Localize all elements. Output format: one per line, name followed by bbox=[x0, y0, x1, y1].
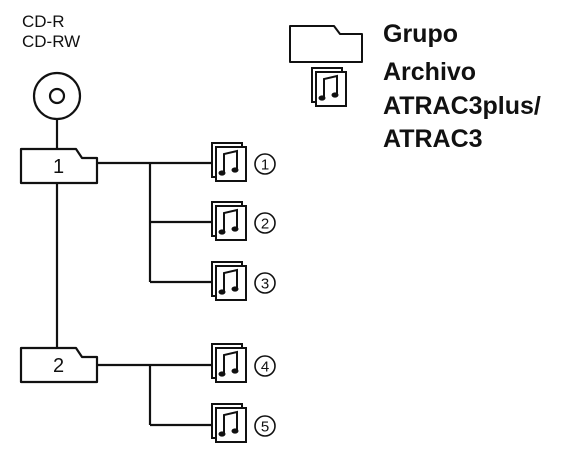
disc-label-line1: CD-R bbox=[22, 12, 65, 31]
folder-2: 2 bbox=[19, 346, 99, 384]
track-number-circle bbox=[254, 355, 276, 377]
connector-lines bbox=[55, 118, 212, 427]
folder-number: 1 bbox=[53, 156, 64, 178]
legend-format-line1: ATRAC3plus/ bbox=[383, 92, 541, 120]
music-file-icon bbox=[311, 67, 347, 107]
cd-disc-icon bbox=[32, 71, 82, 121]
track-number-circle bbox=[254, 272, 276, 294]
track-number: 2 bbox=[261, 216, 269, 233]
track-3: 3 bbox=[211, 261, 276, 301]
track-number: 1 bbox=[261, 157, 269, 174]
folder-icon bbox=[19, 346, 99, 384]
legend-format-line2: ATRAC3 bbox=[383, 125, 483, 153]
legend-file-label: Archivo bbox=[383, 58, 476, 86]
music-file-icon bbox=[211, 261, 247, 301]
music-file-icon bbox=[211, 201, 247, 241]
music-file-icon bbox=[211, 142, 247, 182]
legend-folder-label: Grupo bbox=[383, 20, 458, 48]
track-number-circle bbox=[254, 212, 276, 234]
track-number-circle bbox=[254, 153, 276, 175]
track-number-circle bbox=[254, 415, 276, 437]
folder-icon bbox=[19, 147, 99, 185]
folder-1: 1 bbox=[19, 147, 99, 185]
track-2: 2 bbox=[211, 201, 276, 241]
disc-label-line2: CD-RW bbox=[22, 32, 80, 51]
music-file-icon bbox=[211, 343, 247, 383]
folder-number: 2 bbox=[53, 355, 64, 377]
legend: Grupo Archivo ATRAC3plus/ ATRAC3 bbox=[289, 20, 541, 153]
track-1: 1 bbox=[211, 142, 276, 182]
track-5: 5 bbox=[211, 403, 276, 443]
disc-node: CD-R CD-RW bbox=[22, 12, 82, 121]
folder-icon bbox=[289, 25, 363, 63]
track-number: 5 bbox=[261, 419, 269, 436]
track-4: 4 bbox=[211, 343, 276, 383]
track-number: 3 bbox=[261, 276, 269, 293]
music-file-icon bbox=[211, 403, 247, 443]
track-number: 4 bbox=[261, 359, 269, 376]
